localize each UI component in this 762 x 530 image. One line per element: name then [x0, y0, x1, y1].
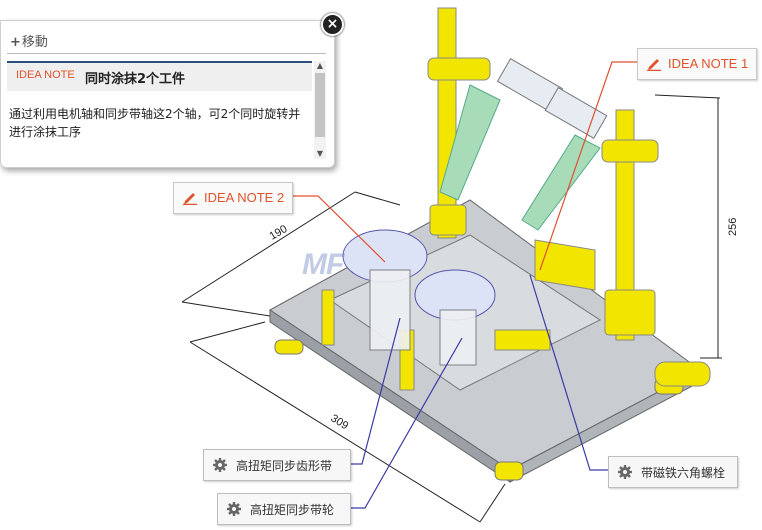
foot	[494, 461, 524, 481]
part-label-bolt[interactable]: 带磁铁六角螺栓	[608, 456, 738, 488]
holder-body	[369, 269, 411, 351]
note-title: 同时涂抹2个工件	[85, 72, 186, 87]
divider	[7, 53, 326, 54]
idea-note-1-button[interactable]: IDEA NOTE 1	[637, 48, 757, 80]
clamp	[429, 204, 467, 236]
syringe-holder	[544, 87, 608, 139]
move-label: 移動	[21, 35, 48, 50]
post-right	[615, 109, 635, 341]
close-icon[interactable]: ×	[321, 13, 344, 36]
gear-icon	[227, 502, 241, 516]
dim-width: 190	[268, 223, 290, 243]
part-label-belt[interactable]: 高扭矩同步齿形带	[203, 449, 351, 481]
part-label-pulley[interactable]: 高扭矩同步带轮	[217, 493, 351, 525]
foot	[274, 339, 304, 355]
part-label-belt-text: 高扭矩同步齿形带	[236, 459, 333, 473]
post-left	[437, 7, 457, 239]
leader-lines-red	[292, 61, 637, 271]
pencil-icon	[183, 193, 197, 205]
pencil-icon	[647, 59, 661, 71]
syringe-right	[521, 134, 601, 231]
idea-note-popup: +移動 IDEA NOTE 同时涂抹2个工件 通过利用电机轴和同步带轴这2个轴，…	[0, 20, 335, 168]
watermark: MF	[302, 248, 344, 281]
dimension-lines	[181, 94, 722, 523]
clamp	[604, 289, 656, 336]
syringe-left	[439, 84, 501, 201]
move-handle[interactable]: +移動	[10, 31, 48, 50]
part-label-bolt-text: 带磁铁六角螺栓	[641, 466, 726, 480]
knob	[654, 361, 711, 387]
move-icon: +	[10, 35, 21, 50]
motor-block	[534, 239, 596, 291]
idea-note-1-label: IDEA NOTE 1	[668, 56, 749, 71]
scroll-down-icon[interactable]: ▼	[316, 149, 324, 158]
note-body: 通过利用电机轴和同步带轴这2个轴，可2个同时旋转并进行涂抹工序	[9, 107, 301, 139]
scroll-thumb[interactable]	[315, 73, 325, 137]
idea-note-2-label: IDEA NOTE 2	[204, 190, 285, 205]
idea-tag: IDEA NOTE	[16, 69, 75, 81]
rail-block	[494, 329, 551, 351]
holder-body	[439, 309, 477, 366]
clamp	[601, 139, 659, 163]
scrollbar[interactable]: ▲ ▼	[314, 61, 326, 159]
note-title-bar: IDEA NOTE 同时涂抹2个工件	[7, 61, 312, 91]
dim-length: 309	[328, 412, 350, 432]
clamp	[427, 57, 491, 81]
scroll-up-icon[interactable]: ▲	[316, 61, 324, 70]
gear-icon	[213, 458, 227, 472]
dim-height: 256	[727, 218, 739, 236]
gear-icon	[618, 465, 632, 479]
leader-lines-blue	[350, 274, 610, 509]
post-small	[321, 289, 335, 346]
part-label-pulley-text: 高扭矩同步带轮	[250, 503, 335, 517]
idea-note-2-button[interactable]: IDEA NOTE 2	[173, 182, 293, 214]
